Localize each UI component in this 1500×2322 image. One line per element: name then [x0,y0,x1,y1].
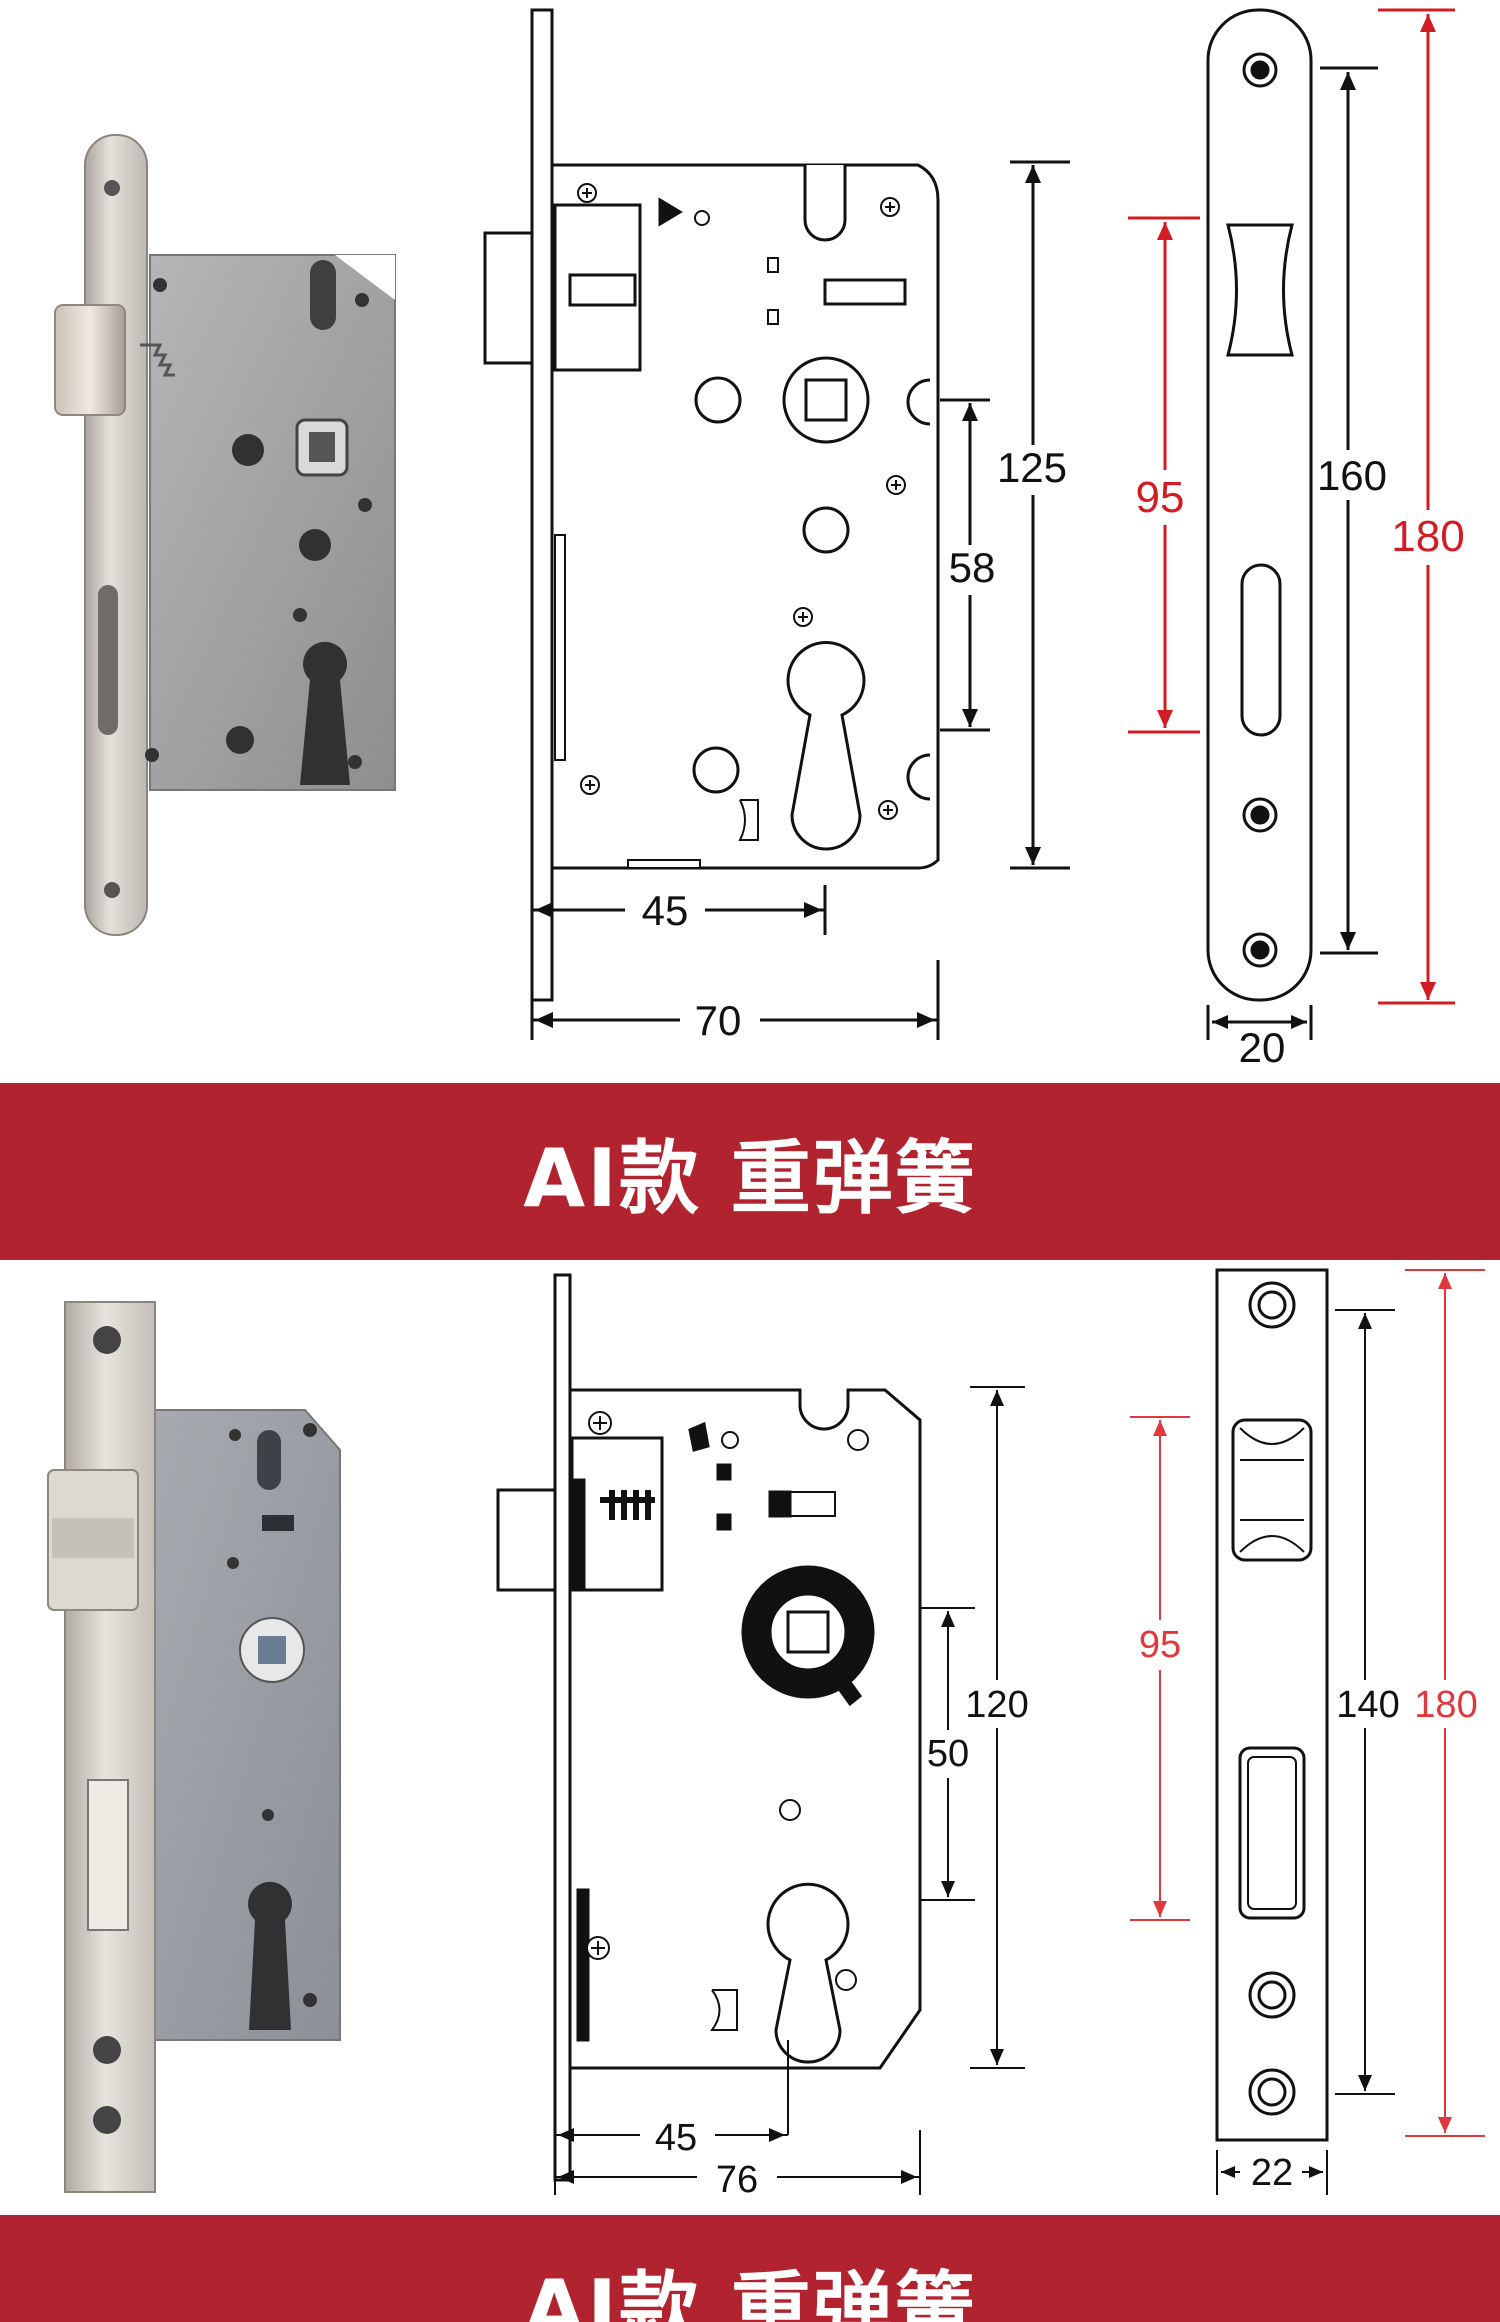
spring-icon [600,1490,655,1520]
screw-icon [145,748,159,762]
banner-title: AI款 重弹簧 [523,2263,977,2322]
dim-center-95: 95 [1136,473,1185,522]
lock-section-1: 125 58 45 70 [0,0,1500,1083]
cylinder-cutout [248,1881,293,2030]
catch-icon [738,799,759,841]
dim-backset: 45 [642,887,689,934]
latch-side [496,1488,557,1592]
hole-icon [802,506,850,554]
lock-case [154,1409,341,2041]
dim-case-depth: 70 [695,997,742,1044]
slot-icon [257,1430,281,1490]
deadbolt-side [576,1888,590,2042]
hole-icon [906,378,931,426]
hole-icon [226,726,254,754]
hole-icon [299,529,331,561]
lock-section-2: 120 50 45 76 [0,1260,1500,2215]
latch-bolt [54,304,126,416]
cylinder-cutout [766,1882,850,2064]
screw-icon [303,1423,317,1437]
dim-faceplate-length: 180 [1414,1684,1477,1726]
faceplate-front-2 [1215,1268,1329,2142]
cylinder-cutout [786,641,866,851]
faceplate-outline [1206,8,1313,1002]
screw-icon [348,755,362,769]
lock-diagram-1: 125 58 45 70 [54,8,1475,1071]
screw-hole-icon [93,2106,121,2134]
dim-screw-spacing: 160 [1317,452,1387,499]
lock-case [149,254,396,791]
drawing-screws-1 [577,183,906,820]
screw-hole-icon [104,882,120,898]
faceplate-front-1 [1206,8,1313,1002]
screw-hole-icon [93,2036,121,2064]
hole-icon [906,753,931,801]
dimension-arrows-1 [535,165,1041,1028]
faceplate [84,134,148,936]
lock-photo-2 [47,1301,341,2193]
faceplate-arrows-black-1 [1212,72,1356,1029]
dim-faceplate-width: 20 [1239,1024,1286,1071]
dim-center-95: 95 [1139,1624,1181,1666]
hole-icon [694,376,742,424]
deadbolt-opening [87,1779,129,1931]
slot-outline [803,165,847,242]
dim-hub-to-cylinder: 50 [927,1733,969,1775]
latch-opening [1231,1418,1313,1562]
dim-height-case: 125 [997,444,1067,491]
lock-diagram-2: 120 50 45 76 [47,1268,1485,2201]
slot-icon [310,260,336,330]
dimension-arrows-2 [558,1390,1004,2184]
screw-hole-icon [93,1326,121,1354]
faceplate-arrows-red-2 [1153,1273,1452,2133]
deadbolt-opening [1240,563,1282,737]
screw-hole-icon [104,180,120,196]
latch-opening [1226,223,1294,357]
lock-drawing-1 [483,8,940,1002]
spring-icon [140,343,175,377]
switch-slot [823,278,907,306]
deadbolt-side [554,534,566,761]
faceplate-side [530,8,554,1002]
faceplate-side [553,1273,572,2182]
dim-hub-to-cylinder: 58 [949,544,996,591]
dim-height-case: 120 [965,1684,1028,1726]
screw-icon [358,498,372,512]
hole-icon [692,746,740,794]
catch-icon [710,1989,738,2031]
deadbolt-slot [98,585,118,735]
dim-case-depth: 76 [716,2159,758,2201]
arrow-icon [658,197,683,227]
hole-icon [232,434,264,466]
cylinder-cutout [300,641,350,785]
screw-icon [293,608,307,622]
lock-drawing-2 [496,1273,922,2182]
screw-icon [355,293,369,307]
banner-title: AI款 重弹簧 [523,1131,977,1225]
latch-side [483,231,534,365]
screw-icon [153,278,167,292]
dim-backset: 45 [655,2117,697,2159]
title-banner-2: AI款 重弹簧 [0,2215,1500,2322]
screw-icon [303,1993,317,2007]
title-banner-1: AI款 重弹簧 [0,1083,1500,1260]
dim-screw-spacing: 140 [1336,1684,1399,1726]
faceplate-arrows-red-1 [1157,14,1436,1000]
dim-faceplate-length: 180 [1391,512,1464,561]
latch-tail [568,273,637,307]
dim-faceplate-width: 22 [1251,2152,1293,2194]
lock-photo-1 [54,134,396,936]
faceplate-arrows-black-2 [1221,1313,1372,2178]
